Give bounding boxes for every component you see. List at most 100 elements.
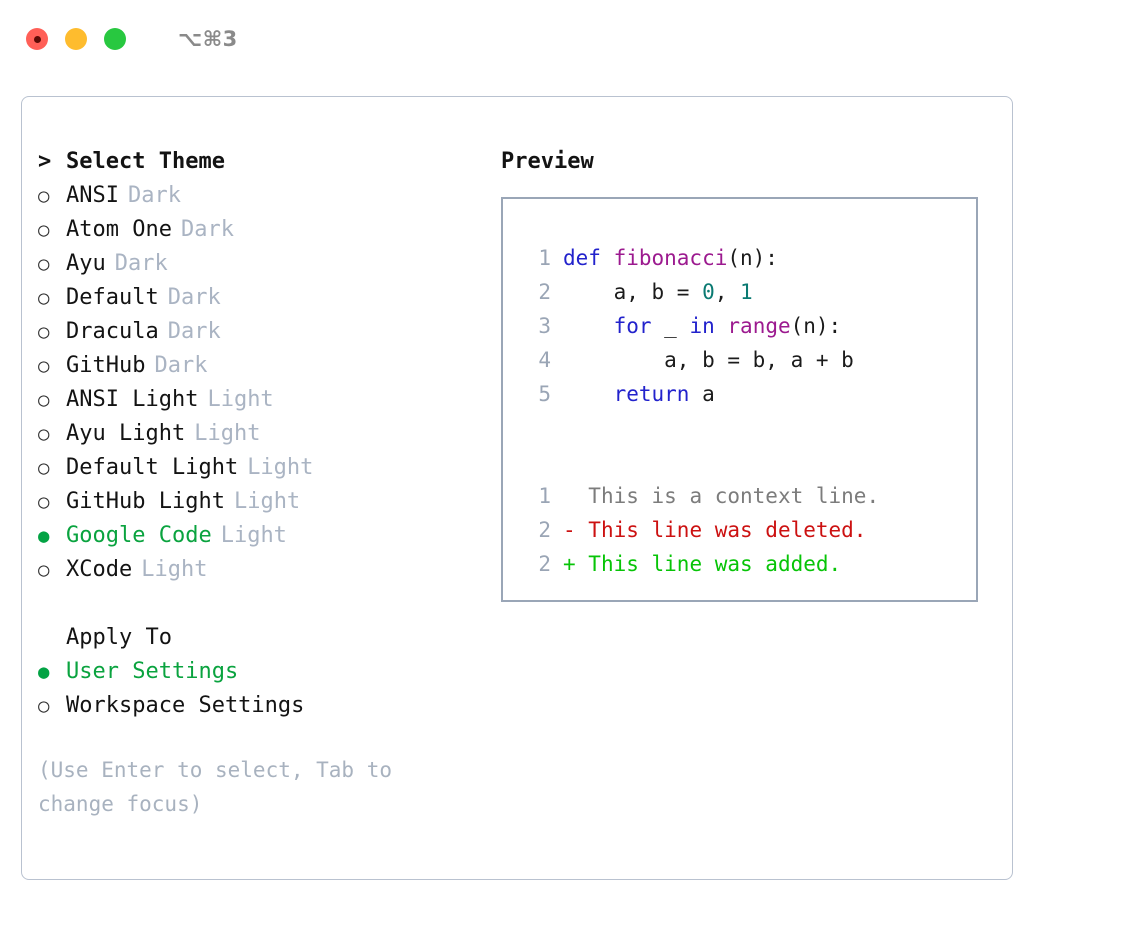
diff-line-add: 2+ This line was added. (521, 547, 976, 581)
theme-option-label: Default (66, 285, 159, 310)
code-token-pl (715, 309, 728, 343)
apply-to-option-user-settings[interactable]: ● User Settings (38, 655, 478, 689)
theme-option-github-light[interactable]: ○ GitHub Light Light (38, 485, 478, 519)
code-line: 2 a, b = 0, 1 (521, 275, 976, 309)
title-bar: ⌥⌘3 (0, 0, 1140, 78)
code-line-number: 1 (538, 246, 551, 270)
theme-option-tag: Light (233, 489, 301, 514)
keyboard-hint-text: (Use Enter to select, Tab to change focu… (38, 758, 405, 816)
theme-option-github[interactable]: ○ GitHub Dark (38, 349, 478, 383)
code-token-pl: a, b = (563, 280, 703, 304)
radio-unselected-icon: ○ (38, 389, 50, 411)
code-line: 1 def fibonacci(n): (521, 241, 976, 275)
radio-unselected-icon: ○ (38, 253, 50, 275)
theme-option-label: ANSI Light (66, 387, 199, 412)
theme-option-ansi-light[interactable]: ○ ANSI Light Light (38, 383, 478, 417)
radio-unselected-icon: ○ (38, 457, 50, 479)
code-diff-spacer (521, 411, 976, 445)
radio-unselected-icon: ○ (38, 185, 50, 207)
theme-option-label: GitHub Light (66, 489, 225, 514)
diff-line-number: 2 (538, 518, 551, 542)
minimize-window-icon[interactable] (65, 28, 87, 50)
apply-to-heading: Apply To (38, 621, 478, 655)
theme-option-xcode[interactable]: ○ XCode Light (38, 553, 478, 587)
diff-line-number: 2 (538, 552, 551, 576)
close-window-icon[interactable] (26, 28, 48, 50)
apply-to-title: Apply To (66, 625, 172, 650)
radio-unselected-icon: ○ (38, 219, 50, 241)
theme-option-tag: Light (207, 387, 274, 412)
code-line: 3 for _ in range(n): (521, 309, 976, 343)
theme-option-label: Dracula (66, 319, 159, 344)
select-theme-title: Select Theme (66, 149, 225, 174)
select-theme-heading: > Select Theme (38, 145, 478, 179)
code-line-number: 3 (538, 314, 551, 338)
theme-option-tag: Light (194, 421, 261, 446)
code-token-num: 1 (740, 280, 753, 304)
diff-line-number: 1 (538, 484, 551, 508)
diff-line-del: 2- This line was deleted. (521, 513, 976, 547)
section-spacer (38, 587, 478, 621)
radio-selected-icon: ● (38, 661, 50, 683)
code-token-pl (563, 309, 614, 343)
radio-unselected-icon: ○ (38, 559, 50, 581)
hint-spacer (38, 723, 478, 753)
apply-to-option-label: User Settings (66, 659, 239, 684)
theme-option-label: ANSI (66, 183, 119, 208)
theme-option-label: GitHub (66, 353, 146, 378)
theme-option-label: Atom One (66, 217, 172, 242)
code-token-pl (563, 377, 614, 411)
radio-unselected-icon: ○ (38, 491, 50, 513)
diff-line-ctx: 1 This is a context line. (521, 479, 976, 513)
radio-unselected-icon: ○ (38, 287, 50, 309)
preview-heading: Preview (501, 149, 594, 174)
code-line-number: 4 (538, 348, 551, 372)
theme-option-dracula[interactable]: ○ Dracula Dark (38, 315, 478, 349)
code-token-kw: in (689, 314, 715, 338)
code-line-number: 2 (538, 280, 551, 304)
apply-to-option-list[interactable]: ● User Settings ○Workspace Settings (38, 655, 478, 723)
radio-unselected-icon: ○ (38, 355, 50, 377)
code-token-pl: (n): (790, 314, 842, 338)
radio-unselected-icon: ○ (38, 321, 50, 343)
code-token-pl: , (714, 280, 741, 304)
radio-selected-icon: ● (38, 525, 50, 547)
code-token-kw: def (563, 246, 614, 270)
radio-unselected-icon: ○ (38, 423, 50, 445)
theme-option-label: XCode (66, 557, 133, 582)
theme-option-tag: Light (220, 523, 287, 548)
diff-sample: 1 This is a context line.2- This line wa… (521, 479, 976, 581)
theme-option-label: Ayu (66, 251, 106, 276)
maximize-window-icon[interactable] (104, 28, 126, 50)
code-token-num: 0 (702, 280, 715, 304)
theme-option-ayu[interactable]: ○ Ayu Dark (38, 247, 478, 281)
code-token-kw: return (613, 382, 690, 406)
apply-to-option-workspace-settings[interactable]: ○Workspace Settings (38, 689, 478, 723)
code-token-pl: (n): (727, 246, 778, 270)
code-token-pl: _ (651, 314, 690, 338)
theme-option-ansi[interactable]: ○ ANSI Dark (38, 179, 478, 213)
code-token-fn: fibonacci (613, 246, 728, 270)
code-line-number: 5 (538, 382, 551, 406)
theme-option-tag: Light (141, 557, 208, 582)
theme-option-tag: Dark (167, 319, 221, 344)
diff-marker: - (563, 518, 576, 542)
code-token-pl: a, b = b, a + b (563, 348, 854, 372)
code-token-pl: a (689, 382, 715, 406)
code-line: 5 return a (521, 377, 976, 411)
code-token-kw: for (613, 314, 652, 338)
theme-option-tag: Dark (154, 353, 208, 378)
theme-option-tag: Dark (127, 183, 181, 208)
apply-to-option-label: Workspace Settings (66, 693, 305, 718)
theme-option-tag: Dark (114, 251, 168, 276)
